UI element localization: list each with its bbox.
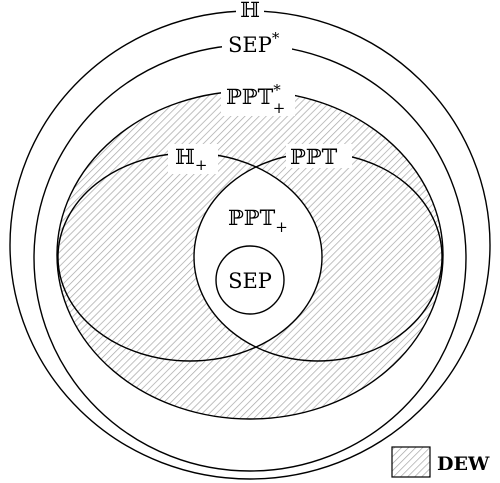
- label-PPT-star-plus: ℙℙ𝕋*+: [226, 81, 285, 117]
- legend-label-DEW: DEW: [437, 453, 490, 475]
- label-PPT: ℙℙ𝕋: [290, 145, 338, 169]
- legend-swatch-hatched: [391, 446, 431, 478]
- set-SEP-boundary: [215, 245, 285, 315]
- label-H: ℍ: [240, 0, 260, 22]
- legend: DEW: [391, 446, 490, 478]
- label-SEP-star: SEP*: [228, 29, 280, 57]
- label-H-plus: ℍ+: [175, 145, 207, 174]
- label-PPT-plus: ℙℙ𝕋+: [228, 206, 288, 236]
- label-SEP: SEP: [228, 269, 272, 293]
